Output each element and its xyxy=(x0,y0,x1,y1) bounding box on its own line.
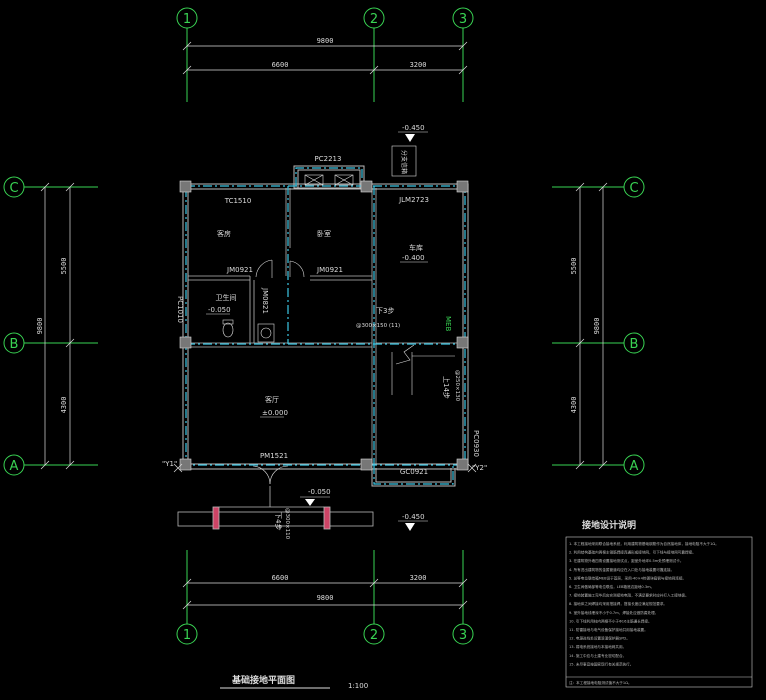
notes-line: 12. 电源进线处设置浪涌保护器SPD。 xyxy=(569,636,630,641)
dim-bottom-span-1-2: 6600 xyxy=(272,574,289,582)
axis-top-2: 2 xyxy=(370,12,378,27)
notes-line: 3. 在建筑物外墙四角设置接地测试点，距室外地坪0.5m处预埋测试卡。 xyxy=(569,558,683,563)
notes-line: 2. 利用结构基础内两根主钢筋焊接连通形成接地网，引下线与接地网可靠焊接。 xyxy=(569,550,696,555)
axis-right-c: C xyxy=(629,181,638,196)
ground-point-y1: "Y1" xyxy=(162,460,177,468)
axis-right-b: B xyxy=(630,337,639,352)
stairs xyxy=(391,344,455,395)
axis-bottom-3: 3 xyxy=(459,628,467,643)
elev-porch: -0.050 xyxy=(308,488,331,496)
notes-line: 9. 室外接地线埋深不小于0.7m，焊接处应做防腐处理。 xyxy=(569,610,658,615)
room-garage: 车库 xyxy=(409,243,423,252)
axis-left-b: B xyxy=(10,337,19,352)
dim-right-span-b-a: 4300 xyxy=(570,397,578,414)
notes-line: 5. 总等电位联结箱MEB设于首层，采用-40×4热镀锌扁钢与接地网连接。 xyxy=(569,575,686,580)
axis-bubbles-right xyxy=(552,176,645,476)
dim-right-span-c-b: 5500 xyxy=(570,258,578,275)
elevation-markers xyxy=(305,134,415,531)
notes-line: 13. 弱电系统接地与本接地网共用。 xyxy=(569,644,626,649)
elev-garage: -0.400 xyxy=(402,254,425,262)
elev-living: ±0.000 xyxy=(262,409,288,417)
axis-top-1: 1 xyxy=(183,12,191,27)
drawing-title: 基础接地平面图 xyxy=(231,674,295,686)
notes-footer: 注：本工程接地电阻测试值不大于1Ω。 xyxy=(569,680,632,685)
room-living: 客厅 xyxy=(265,395,279,404)
stair-grade2: @250×130 xyxy=(454,370,460,402)
axis-left-c: C xyxy=(9,181,18,196)
tag-door-jm3: JM0821 xyxy=(261,287,269,314)
wall-shaft-box xyxy=(391,145,417,177)
tag-garage-bottom: GC0921 xyxy=(400,468,428,476)
tag-window-w: PC1010 xyxy=(176,296,184,323)
notes-line: 7. 接地装置施工完毕后应实测接地电阻，不满足要求时应补打人工接地极。 xyxy=(569,593,689,598)
tag-window-e: PC0930 xyxy=(472,430,480,457)
axis-bubbles-top xyxy=(176,7,474,102)
elev-bathroom: -0.050 xyxy=(208,306,231,314)
room-bathroom: 卫生间 xyxy=(216,293,237,302)
axis-bottom-1: 1 xyxy=(183,628,191,643)
dim-bottom-total: 9800 xyxy=(317,594,334,602)
elevation-lines xyxy=(206,131,428,522)
equip-box-meb: MEB xyxy=(444,316,452,331)
dimension-lines-bottom xyxy=(182,578,468,610)
elev-top-outside: -0.450 xyxy=(402,124,425,132)
front-porch xyxy=(177,486,374,530)
notes-title: 接地设计说明 xyxy=(582,519,636,531)
tag-roller-door: JLM2723 xyxy=(398,196,429,204)
stair-label-porch: 下4步 xyxy=(274,512,282,530)
notes-lines: 1. 本工程接地采用联合接地系统，利用建筑物基础钢筋作为自然接地体，接地电阻不大… xyxy=(569,541,719,666)
room-bedroom1: 客房 xyxy=(217,229,231,238)
tag-main-door: PM1521 xyxy=(260,452,288,460)
tag-window-left: TC1510 xyxy=(224,197,252,205)
dim-top-span-2-3: 3200 xyxy=(410,61,427,69)
notes-line: 1. 本工程接地采用联合接地系统，利用建筑物基础钢筋作为自然接地体，接地电阻不大… xyxy=(569,541,719,546)
axis-bubbles-left xyxy=(3,176,98,476)
dim-bottom-span-2-3: 3200 xyxy=(410,574,427,582)
notes-line: 10. 引下线利用柱内两根不小于Φ16主筋通长焊接。 xyxy=(569,618,652,623)
dimension-lines-right xyxy=(575,182,608,470)
dim-right-total: 9800 xyxy=(593,318,601,335)
axis-left-a: A xyxy=(10,459,19,474)
elev-bottom-outside: -0.450 xyxy=(402,513,425,521)
dim-top-total: 9800 xyxy=(317,37,334,45)
axis-right-a: A xyxy=(630,459,639,474)
tag-door-jm1: JM0921 xyxy=(226,266,253,274)
dim-left-span-b-a: 4300 xyxy=(60,397,68,414)
dim-left-total: 9800 xyxy=(36,318,44,335)
exterior-walls xyxy=(182,165,469,487)
dim-top-span-1-2: 6600 xyxy=(272,61,289,69)
dim-left-span-c-b: 5500 xyxy=(60,258,68,275)
wall-shaft-label: 分支信箱 xyxy=(400,150,408,174)
axis-top-3: 3 xyxy=(459,12,467,27)
axis-bubbles-bottom xyxy=(176,550,474,645)
stair-label-upper: 下3步 xyxy=(376,307,394,315)
door-swings xyxy=(252,259,305,485)
interior-walls xyxy=(188,188,463,464)
room-bedroom2: 卧室 xyxy=(317,229,331,238)
dimension-lines-left xyxy=(40,182,75,470)
axis-bottom-2: 2 xyxy=(370,628,378,643)
notes-line: 6. 卫生间做局部等电位联结，LEB箱底边距地0.3m。 xyxy=(569,584,654,589)
bathroom-fixtures xyxy=(222,319,275,343)
ground-point-y2: "Y2" xyxy=(472,464,487,472)
bay-window-marks xyxy=(304,174,354,186)
grounding-conductor xyxy=(185,167,466,485)
stair-label-lower: 上14步 xyxy=(442,376,451,399)
stair-grade: @300×150 (11) xyxy=(356,323,400,329)
porch-grade: @300×110 xyxy=(284,508,290,540)
notes-panel-frame xyxy=(565,536,753,688)
tag-door-jm2: JM0921 xyxy=(316,266,343,274)
notes-line: 4. 所有进出建筑物的金属管道均应在入口处与接地装置可靠连接。 xyxy=(569,567,674,572)
notes-line: 14. 施工中应与土建专业密切配合。 xyxy=(569,653,626,658)
ground-test-points xyxy=(173,463,477,473)
notes-line: 11. 防雷接地与电气设备保护接地共用接地装置。 xyxy=(569,627,648,632)
tag-bay-window: PC2213 xyxy=(315,155,342,163)
notes-line: 15. 未尽事宜按国家现行有关规范执行。 xyxy=(569,661,633,666)
structural-columns xyxy=(179,180,469,471)
notes-line: 8. 接地体之间焊接均采用搭接焊，搭接长度应满足规范要求。 xyxy=(569,601,667,606)
dimension-lines-top xyxy=(182,41,468,75)
drawing-scale: 1:100 xyxy=(348,682,368,690)
